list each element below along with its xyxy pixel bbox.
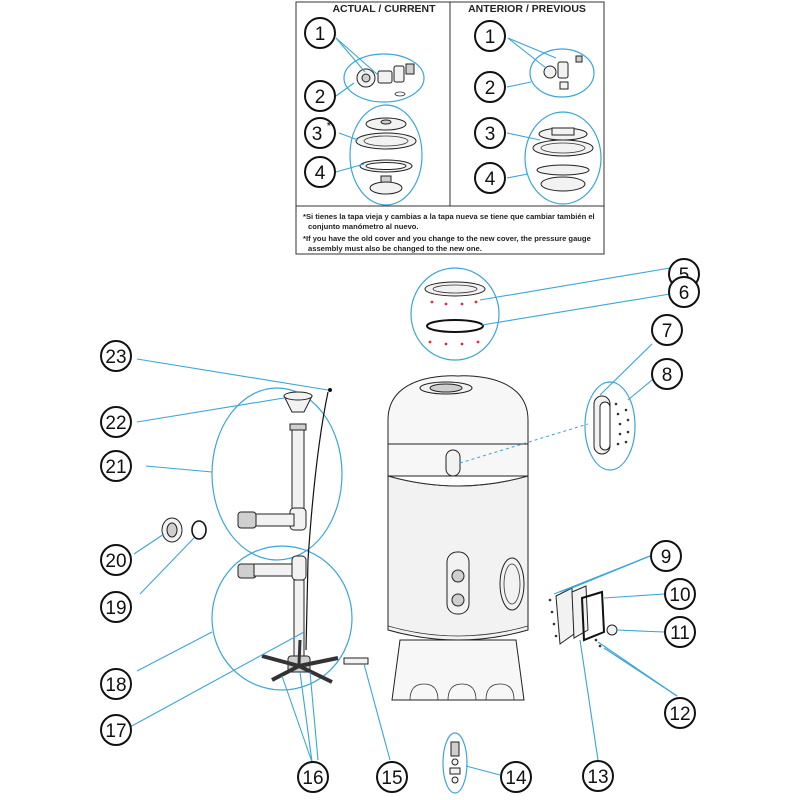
collector-assembly bbox=[211, 387, 369, 691]
manway-ellipse bbox=[584, 381, 636, 471]
svg-text:8: 8 bbox=[662, 365, 673, 386]
svg-text:3: 3 bbox=[485, 124, 496, 145]
callout-6b: 6 bbox=[668, 276, 700, 308]
upper-assembly-ellipse bbox=[211, 387, 343, 561]
callout-17: 17 bbox=[100, 714, 132, 746]
current-gauge-ellipse bbox=[343, 53, 425, 103]
current-gauge-parts bbox=[356, 63, 415, 97]
header-previous: ANTERIOR / PREVIOUS bbox=[468, 3, 586, 15]
svg-text:6: 6 bbox=[679, 283, 690, 304]
svg-text:16: 16 bbox=[302, 768, 323, 789]
callout-23: 23 bbox=[100, 340, 132, 372]
callout-18: 18 bbox=[100, 668, 132, 700]
callout-13: 13 bbox=[582, 760, 614, 792]
callout-21: 21 bbox=[100, 450, 132, 482]
svg-text:3: 3 bbox=[312, 124, 323, 145]
svg-text:9: 9 bbox=[661, 547, 672, 568]
svg-text:1: 1 bbox=[485, 27, 496, 48]
svg-text:13: 13 bbox=[587, 767, 608, 788]
svg-text:22: 22 bbox=[105, 413, 126, 434]
svg-text:15: 15 bbox=[381, 768, 402, 789]
svg-text:11: 11 bbox=[670, 623, 690, 644]
callout-11: 11 bbox=[664, 616, 696, 648]
svg-text:5: 5 bbox=[679, 265, 690, 286]
callout-2-current: 2 bbox=[304, 80, 336, 112]
current-cover-ellipse bbox=[349, 104, 423, 206]
left-leaders bbox=[129, 358, 391, 763]
previous-cover-ellipse bbox=[524, 111, 602, 205]
callout-15: 15 bbox=[376, 761, 408, 793]
svg-text:17: 17 bbox=[105, 721, 126, 742]
previous-gauge-ellipse bbox=[529, 48, 595, 98]
note-es-line1: *Si tienes la tapa vieja y cambias a la … bbox=[303, 212, 595, 221]
callout-20: 20 bbox=[100, 544, 132, 576]
callout-19: 19 bbox=[100, 591, 132, 623]
svg-text:12: 12 bbox=[669, 704, 690, 725]
filter-tank bbox=[387, 375, 529, 701]
callout-9: 9 bbox=[650, 540, 682, 572]
callout-1-previous: 1 bbox=[474, 20, 506, 52]
svg-text:10: 10 bbox=[669, 585, 690, 606]
svg-text:23: 23 bbox=[105, 347, 126, 368]
callout-8: 8 bbox=[651, 358, 683, 390]
svg-text:7: 7 bbox=[662, 321, 673, 342]
side-flange-detail bbox=[548, 555, 678, 761]
svg-text:19: 19 bbox=[105, 598, 126, 619]
callout-10: 10 bbox=[664, 578, 696, 610]
previous-gauge-parts bbox=[543, 55, 583, 90]
lower-assembly-ellipse bbox=[211, 545, 353, 691]
svg-text:2: 2 bbox=[485, 78, 496, 99]
callout-22: 22 bbox=[100, 406, 132, 438]
callout-3-asterisk: * bbox=[327, 119, 332, 133]
top-ring-ellipse bbox=[410, 267, 500, 361]
callout-16: 16 bbox=[297, 761, 329, 793]
drain-detail bbox=[442, 732, 501, 794]
svg-text:14: 14 bbox=[505, 768, 527, 789]
callout-12: 12 bbox=[664, 697, 696, 729]
svg-text:4: 4 bbox=[485, 169, 496, 190]
svg-text:1: 1 bbox=[315, 24, 326, 45]
top-ring-detail bbox=[410, 267, 671, 361]
note-en-line2: assembly must also be changed to the new… bbox=[308, 244, 482, 253]
callout-4-current: 4 bbox=[304, 156, 336, 188]
note-en-line1: *If you have the old cover and you chang… bbox=[303, 234, 591, 243]
current-cover-parts bbox=[355, 117, 417, 195]
callout-4-previous: 4 bbox=[474, 162, 506, 194]
callout-1-current: 1 bbox=[304, 17, 336, 49]
svg-text:2: 2 bbox=[315, 87, 326, 108]
manway-detail bbox=[584, 343, 653, 471]
callout-14: 14 bbox=[500, 761, 532, 793]
info-box: ACTUAL / CURRENT ANTERIOR / PREVIOUS *Si… bbox=[295, 1, 605, 255]
union-parts bbox=[161, 517, 207, 543]
note-es-line2: conjunto manómetro al nuevo. bbox=[308, 222, 419, 231]
svg-text:4: 4 bbox=[315, 163, 326, 184]
callout-7: 7 bbox=[651, 314, 683, 346]
svg-text:20: 20 bbox=[105, 551, 126, 572]
manway-dashed-leader bbox=[459, 423, 589, 464]
svg-text:18: 18 bbox=[105, 675, 126, 696]
svg-text:21: 21 bbox=[105, 457, 126, 478]
callout-3-previous: 3 bbox=[474, 117, 506, 149]
callout-3-current: 3* bbox=[304, 117, 336, 149]
drain-ellipse bbox=[442, 732, 468, 794]
previous-cover-parts bbox=[532, 127, 594, 192]
callout-2-previous: 2 bbox=[474, 71, 506, 103]
header-current: ACTUAL / CURRENT bbox=[332, 3, 436, 15]
